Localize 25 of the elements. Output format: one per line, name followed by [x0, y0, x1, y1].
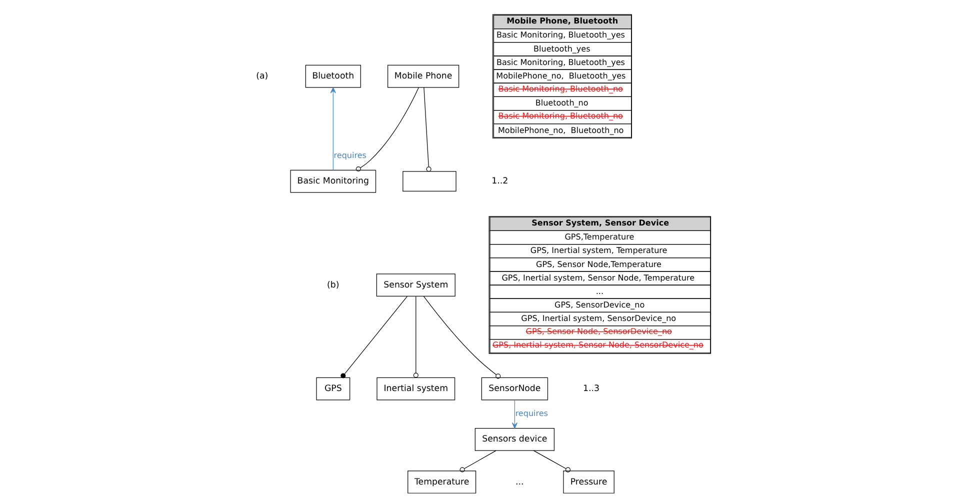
connector: [413, 296, 418, 378]
connector: [423, 296, 501, 379]
node-box: Sensors device: [474, 428, 555, 451]
connector: [340, 296, 408, 378]
node-box: Bluetooth: [305, 64, 361, 88]
label: 1..3: [583, 384, 600, 394]
connector: [424, 87, 432, 172]
node-box: Temperature: [408, 470, 476, 494]
node-box: [402, 171, 456, 192]
arrow: [512, 400, 518, 429]
node-box: Mobile Phone: [388, 64, 460, 88]
connector: [356, 87, 419, 172]
connector: [533, 450, 571, 472]
label: 1..2: [492, 176, 508, 187]
label: (a): [256, 72, 268, 82]
arrow: [330, 87, 336, 170]
node-box: Inertial system: [376, 377, 456, 400]
label: (b): [327, 280, 340, 290]
node-box: GPS: [316, 377, 350, 400]
node-box: SensorNode: [481, 377, 548, 400]
node-box: Sensor System: [376, 274, 456, 296]
node-box: Pressure: [563, 470, 614, 494]
label: ...: [516, 477, 524, 488]
node-box: Basic Monitoring: [290, 170, 376, 193]
connector: [460, 450, 496, 472]
